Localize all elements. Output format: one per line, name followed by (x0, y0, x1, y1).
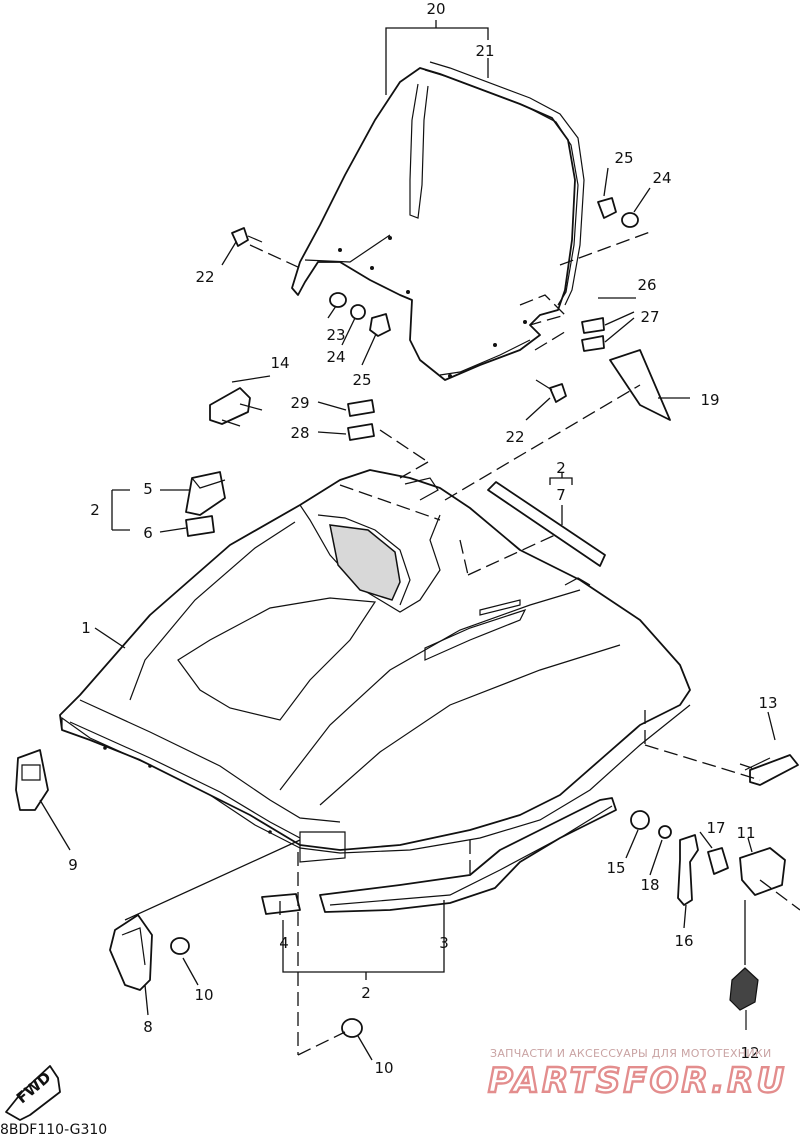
callout-24: 24 (326, 348, 345, 366)
callout-11: 11 (736, 824, 755, 842)
callout-23: 23 (326, 326, 345, 344)
callout-15: 15 (606, 859, 625, 877)
callout-26: 26 (637, 276, 656, 294)
callout-24: 24 (652, 169, 671, 187)
hood-cover (59, 469, 691, 863)
callout-16: 16 (674, 932, 693, 950)
callout-13: 13 (758, 694, 777, 712)
diagram-code: 8BDF110-G310 (0, 1122, 107, 1137)
callout-2: 2 (361, 984, 371, 1002)
callout-22: 22 (505, 428, 524, 446)
callout-2: 2 (556, 459, 566, 477)
callout-5: 5 (143, 480, 153, 498)
trim-strip (319, 797, 617, 913)
callout-8: 8 (143, 1018, 153, 1036)
fwd-arrow-icon: FWD (5, 1065, 61, 1121)
callout-25: 25 (614, 149, 633, 167)
assembly-lines (249, 231, 800, 1056)
callout-2: 2 (90, 501, 100, 519)
watermark-logo: PARTSFOR.RU (488, 1061, 787, 1101)
callout-4: 4 (279, 934, 289, 952)
callout-21: 21 (475, 42, 494, 60)
callout-29: 29 (290, 394, 309, 412)
callout-14: 14 (270, 354, 289, 372)
leader-lines (39, 167, 776, 1061)
callout-12: 12 (740, 1044, 759, 1062)
callout-10: 10 (374, 1059, 393, 1077)
callout-25: 25 (352, 371, 371, 389)
callout-1: 1 (81, 619, 91, 637)
callout-3: 3 (439, 934, 449, 952)
callout-9: 9 (68, 856, 78, 874)
callout-22: 22 (195, 268, 214, 286)
watermark-text: ЗАПЧАСТИ И АКСЕССУАРЫ ДЛЯ МОТОТЕХНИКИ (490, 1047, 772, 1060)
callout-10: 10 (194, 986, 213, 1004)
callout-19: 19 (700, 391, 719, 409)
callout-20: 20 (426, 0, 445, 18)
callout-18: 18 (640, 876, 659, 894)
callout-17: 17 (706, 819, 725, 837)
callout-7: 7 (556, 486, 566, 504)
windshield (291, 61, 585, 381)
callout-27: 27 (640, 308, 659, 326)
callout-28: 28 (290, 424, 309, 442)
callout-6: 6 (143, 524, 153, 542)
